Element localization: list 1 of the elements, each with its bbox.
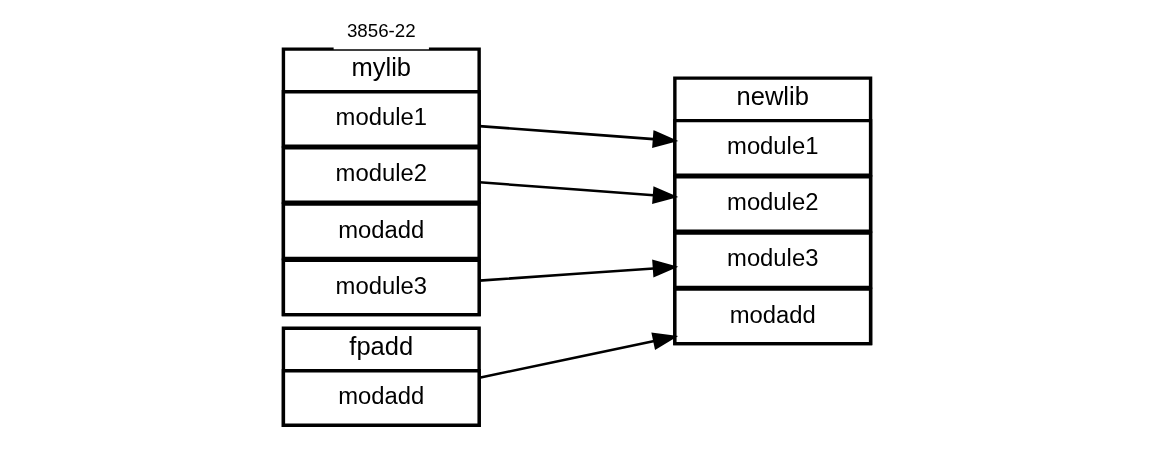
- label: 3856-22: [346, 19, 416, 41]
